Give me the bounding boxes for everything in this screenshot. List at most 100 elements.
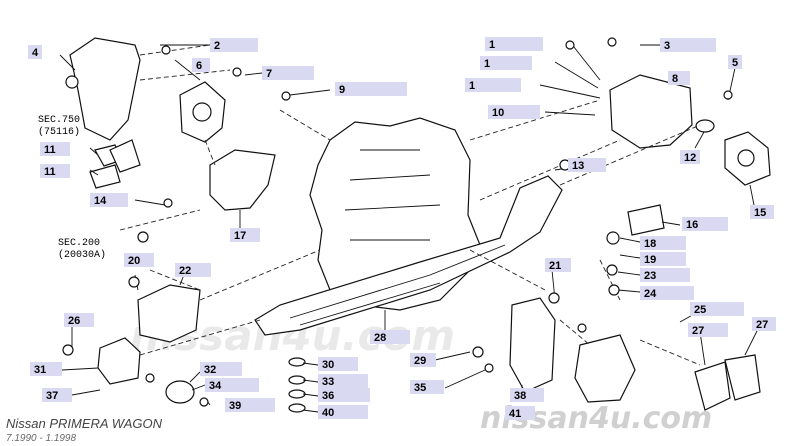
callout-box xyxy=(64,313,94,327)
callout-box xyxy=(505,406,535,420)
page-title: Nissan PRIMERA WAGON xyxy=(6,416,163,431)
callout-number: 4 xyxy=(32,47,39,59)
callout-number: 37 xyxy=(46,390,58,402)
callout-box xyxy=(568,158,606,172)
callout-box xyxy=(225,398,275,412)
callout-group: 4267911111417111103851213151618192324202… xyxy=(28,37,776,420)
callout-40: 40 xyxy=(318,405,368,419)
callout-1: 1 xyxy=(485,37,543,51)
callout-number: 11 xyxy=(44,166,56,178)
callout-box xyxy=(318,388,370,402)
washer-40 xyxy=(288,403,306,413)
callout-box xyxy=(640,286,694,300)
callout-7: 7 xyxy=(262,66,314,80)
callout-number: 10 xyxy=(492,107,504,119)
callout-number: 24 xyxy=(644,288,657,300)
callout-box xyxy=(640,268,690,282)
callout-17: 17 xyxy=(230,228,260,242)
sec-ref-750-line1: SEC.750 xyxy=(38,115,80,126)
engine-detail-1 xyxy=(344,149,441,241)
callout-box xyxy=(668,71,690,85)
callout-37: 37 xyxy=(42,388,72,402)
mount-38 xyxy=(509,297,556,393)
callout-32: 32 xyxy=(200,362,242,376)
callout-box xyxy=(230,228,260,242)
callout-number: 25 xyxy=(694,304,706,316)
callout-number: 7 xyxy=(266,68,272,80)
part-16 xyxy=(627,204,665,236)
mount-15-hole xyxy=(737,149,755,167)
callout-box xyxy=(210,38,258,52)
callout-number: 5 xyxy=(732,57,738,69)
callout-box xyxy=(370,330,410,344)
pad-11-c xyxy=(89,164,121,189)
callout-number: 17 xyxy=(234,230,246,242)
washer-30 xyxy=(288,357,306,367)
callout-number: 39 xyxy=(229,400,241,412)
callout-number: 41 xyxy=(509,408,521,420)
bracket-upper-left xyxy=(69,37,141,141)
callout-1: 1 xyxy=(465,78,521,92)
callout-number: 9 xyxy=(339,84,345,96)
callout-number: 23 xyxy=(644,270,656,282)
callout-box xyxy=(660,38,716,52)
callout-box xyxy=(200,362,242,376)
mount-8 xyxy=(609,74,693,149)
callout-15: 15 xyxy=(750,205,774,219)
callout-35: 35 xyxy=(410,380,444,394)
callout-3: 3 xyxy=(660,38,716,52)
callout-number: 32 xyxy=(204,364,216,376)
callout-number: 16 xyxy=(686,219,698,231)
callout-number: 8 xyxy=(672,73,678,85)
callout-number: 20 xyxy=(128,255,140,267)
callout-number: 28 xyxy=(374,332,386,344)
callout-box xyxy=(318,405,368,419)
callout-box xyxy=(318,374,368,388)
callout-number: 27 xyxy=(756,319,768,331)
callout-box xyxy=(752,317,776,331)
callout-number: 14 xyxy=(94,195,107,207)
mount-27-a xyxy=(694,361,731,411)
mount-27-b xyxy=(724,354,761,401)
callout-19: 19 xyxy=(640,252,686,266)
callout-number: 21 xyxy=(549,260,561,272)
callout-box xyxy=(510,388,544,402)
callout-number: 30 xyxy=(322,359,334,371)
callout-box xyxy=(205,378,259,392)
callout-box xyxy=(40,164,70,178)
callout-box xyxy=(42,388,72,402)
bracket-22 xyxy=(137,284,201,343)
callout-box xyxy=(262,66,314,80)
sec-ref-750-line2: (75116) xyxy=(38,126,80,138)
callout-21: 21 xyxy=(545,258,571,272)
callout-box xyxy=(90,193,128,207)
mount-34 xyxy=(165,380,195,404)
callout-number: 15 xyxy=(754,207,766,219)
assembly-lines xyxy=(119,44,701,366)
callout-25: 25 xyxy=(690,302,744,316)
callout-41: 41 xyxy=(505,406,535,420)
callout-29: 29 xyxy=(410,353,436,367)
callout-2: 2 xyxy=(210,38,258,52)
callout-number: 26 xyxy=(68,315,80,327)
callout-box xyxy=(175,263,211,277)
crossmember xyxy=(254,175,563,336)
callout-12: 12 xyxy=(680,150,700,164)
callout-36: 36 xyxy=(318,388,370,402)
callout-number: 22 xyxy=(179,265,191,277)
bolts xyxy=(62,37,733,407)
callout-box xyxy=(488,105,540,119)
callout-number: 12 xyxy=(684,152,696,164)
callout-18: 18 xyxy=(640,236,686,250)
callout-number: 33 xyxy=(322,376,334,388)
callout-number: 36 xyxy=(322,390,334,402)
washer-12 xyxy=(695,119,715,133)
callout-number: 2 xyxy=(214,40,220,52)
callout-22: 22 xyxy=(175,263,211,277)
callout-31: 31 xyxy=(30,362,62,376)
callout-number: 40 xyxy=(322,407,334,419)
callout-6: 6 xyxy=(192,58,210,72)
callout-number: 1 xyxy=(469,80,475,92)
callout-box xyxy=(335,82,407,96)
callout-box xyxy=(192,58,210,72)
